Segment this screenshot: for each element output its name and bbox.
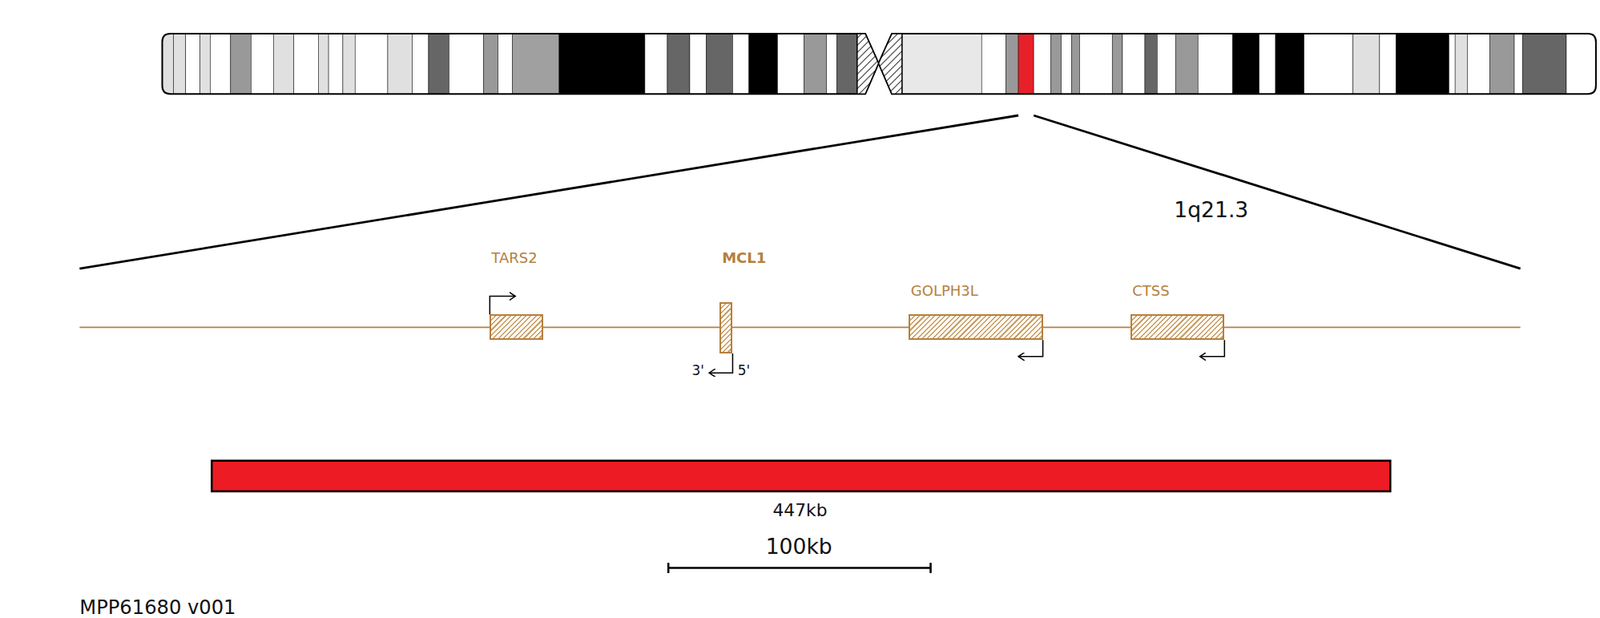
chromosome-band xyxy=(1006,33,1019,94)
chromosome-band xyxy=(250,33,274,94)
chromosome-band xyxy=(1275,33,1305,94)
reference-id: MPP61680 v001 xyxy=(79,596,236,618)
chromosome-band xyxy=(732,33,749,94)
chromosome-band xyxy=(1395,33,1449,94)
gene-box: GOLPH3L xyxy=(908,314,1044,340)
chromosome-band xyxy=(1071,33,1080,94)
chromosome-band xyxy=(328,33,343,94)
chromosome-band xyxy=(162,33,174,94)
gene-label: GOLPH3L xyxy=(910,282,979,300)
chromosome-band xyxy=(318,33,329,94)
gene-box: CTSS xyxy=(1130,314,1225,340)
chromosome-band xyxy=(209,33,230,94)
chromosome-band xyxy=(777,33,804,94)
chromosome-band xyxy=(836,33,857,94)
chromosome-band xyxy=(644,33,668,94)
chromosome-band xyxy=(1051,33,1062,94)
chromosome-band xyxy=(273,33,294,94)
chromosome-band xyxy=(1353,33,1380,94)
chromosome-band xyxy=(1033,33,1052,94)
gene-label: MCL1 xyxy=(721,249,766,267)
chromosome-band xyxy=(1566,33,1596,94)
chromosome-band xyxy=(1467,33,1490,94)
chromosome-band xyxy=(1144,33,1157,94)
chromosome-band xyxy=(902,33,982,94)
gene-label: TARS2 xyxy=(491,249,537,267)
gene-box: TARS2 xyxy=(489,314,543,340)
size-label: 447kb xyxy=(773,499,828,520)
chromosome-band xyxy=(826,33,838,94)
chromosome-band xyxy=(428,33,449,94)
chromosome-band xyxy=(230,33,251,94)
chromosome-band xyxy=(804,33,827,94)
chromosome-band xyxy=(559,33,645,94)
chromosome-band xyxy=(1259,33,1276,94)
chromosome-band xyxy=(1079,33,1113,94)
chromosome-band xyxy=(185,33,201,94)
chromosome-band xyxy=(173,33,186,94)
chromosome-band xyxy=(498,33,513,94)
chromosome-band xyxy=(1112,33,1123,94)
chromosome-band xyxy=(1233,33,1260,94)
chromosome-band xyxy=(1197,33,1233,94)
chromosome-band xyxy=(749,33,778,94)
chromosome-band xyxy=(1018,33,1034,94)
strand-end: 5' xyxy=(737,362,750,379)
chromosome-band xyxy=(1489,33,1515,94)
chromosome-band xyxy=(448,33,484,94)
chromosome-band xyxy=(1454,33,1468,94)
chromosome-band xyxy=(1449,33,1456,94)
chromosome-band xyxy=(511,33,560,94)
chromosome-band xyxy=(294,33,319,94)
chromosome-band xyxy=(1061,33,1073,94)
chromosome-band xyxy=(354,33,388,94)
chromosome-band xyxy=(705,33,733,94)
chromosome-band xyxy=(200,33,211,94)
chromosome-band xyxy=(1122,33,1145,94)
chromosome-band xyxy=(1304,33,1354,94)
chromosome-band xyxy=(483,33,499,94)
chromosome-band xyxy=(387,33,413,94)
chromosome-band xyxy=(689,33,706,94)
chromosome-band xyxy=(981,33,1007,94)
chromosome-band xyxy=(1175,33,1198,94)
chromosome-band xyxy=(667,33,690,94)
gene-box: MCL1 xyxy=(719,302,734,354)
strand-end: 3' xyxy=(691,362,704,379)
chromosome-band xyxy=(412,33,429,94)
chromosome-band xyxy=(342,33,355,94)
gene-label: CTSS xyxy=(1132,282,1169,300)
band-label: 1q21.3 xyxy=(1173,197,1249,222)
chromosome-band xyxy=(1379,33,1396,94)
chromosome-band xyxy=(1522,33,1567,94)
chromosome-band xyxy=(1156,33,1176,94)
scale-label: 100kb xyxy=(765,533,833,559)
chromosome-band xyxy=(1514,33,1523,94)
